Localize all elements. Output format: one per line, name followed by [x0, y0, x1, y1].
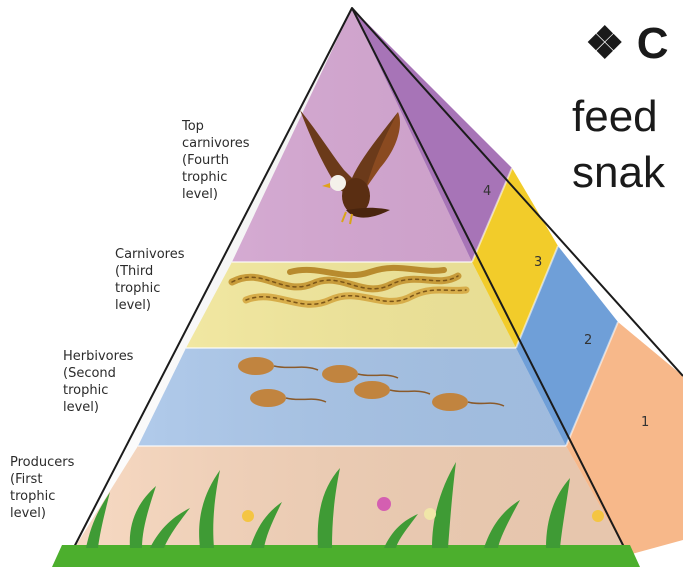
grass-ground — [52, 545, 640, 567]
level-3-number: 3 — [534, 255, 542, 270]
level-2-number: 2 — [584, 333, 592, 348]
level-2-label: Herbivores (Second trophic level) — [63, 348, 133, 416]
slide-body-line-2: feed — [572, 92, 658, 142]
bullet-icon: ❖ — [585, 19, 624, 68]
slide-bullet-heading: ❖ C — [585, 18, 668, 69]
level-3-label: Carnivores (Third trophic level) — [115, 246, 185, 314]
bullet-heading-text: C — [637, 19, 669, 68]
level-4-label: Top carnivores (Fourth trophic level) — [182, 118, 250, 203]
slide-body-line-3: snak — [572, 148, 665, 198]
level-4-number: 4 — [483, 184, 491, 199]
level-1-label: Producers (First trophic level) — [10, 454, 74, 522]
level-1-number: 1 — [641, 415, 649, 430]
